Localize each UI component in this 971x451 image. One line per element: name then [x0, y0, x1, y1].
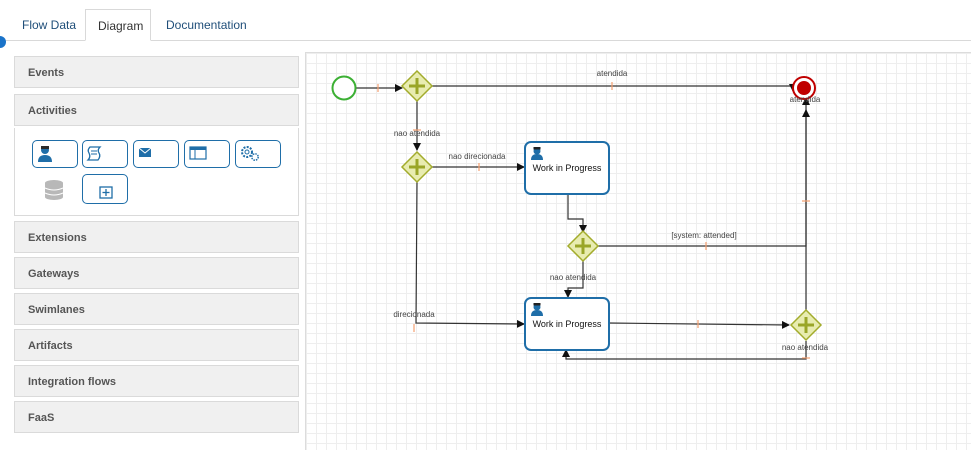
bpmn-diagram: Work in Progress Work in Progress atendi…	[331, 69, 829, 360]
user-task-tool[interactable]	[32, 140, 78, 168]
user-task-icon	[38, 146, 52, 162]
service-task-tool[interactable]	[235, 140, 281, 168]
label-nao-atendida-2: nao atendida	[550, 273, 597, 282]
parallel-gateway-3[interactable]	[566, 229, 600, 263]
message-task-tool[interactable]	[133, 140, 179, 168]
tab-flow-data[interactable]: Flow Data	[22, 18, 77, 32]
tab-diagram[interactable]: Diagram	[85, 9, 151, 41]
script-task-icon	[86, 146, 102, 161]
script-task-tool[interactable]	[82, 140, 128, 168]
start-event[interactable]	[331, 75, 357, 101]
flow-nao-atendida-to-task2[interactable]	[564, 261, 584, 298]
parallel-gateway-2[interactable]	[400, 150, 434, 184]
parallel-gateway-4[interactable]	[789, 308, 823, 342]
element-palette: Events Activities Extensions Gateways Sw…	[14, 56, 299, 450]
label-nao-atendida-3: nao atendida	[782, 343, 829, 352]
subprocess-tool[interactable]	[82, 174, 128, 204]
service-task-icon	[241, 146, 259, 161]
task-work-in-progress-1[interactable]: Work in Progress	[524, 141, 610, 195]
palette-group-activities[interactable]: Activities	[14, 94, 299, 126]
label-system-attended: [system: attended]	[671, 231, 736, 240]
svg-text:Work in Progress: Work in Progress	[533, 319, 602, 329]
database-icon[interactable]	[43, 178, 65, 202]
diagram-canvas[interactable]: Work in Progress Work in Progress atendi…	[305, 52, 971, 450]
flow-direcionada[interactable]	[415, 181, 525, 328]
form-task-icon	[189, 146, 207, 160]
palette-group-artifacts[interactable]: Artifacts	[14, 329, 299, 361]
flow-system-attended[interactable]	[598, 97, 810, 247]
palette-group-faas[interactable]: FaaS	[14, 401, 299, 433]
end-event-core	[797, 81, 811, 95]
activities-tool-panel	[14, 128, 299, 216]
label-atendida: atendida	[597, 69, 628, 78]
subprocess-icon	[99, 186, 113, 199]
flow-task1-to-gateway[interactable]	[567, 193, 587, 233]
flow-loop-back[interactable]	[562, 341, 807, 360]
palette-group-gateways[interactable]: Gateways	[14, 257, 299, 289]
task-work-in-progress-2[interactable]: Work in Progress	[524, 297, 610, 351]
palette-group-swimlanes[interactable]: Swimlanes	[14, 293, 299, 325]
palette-group-integration-flows[interactable]: Integration flows	[14, 365, 299, 397]
palette-group-extensions[interactable]: Extensions	[14, 221, 299, 253]
label-atendida-end: atendida	[790, 95, 821, 104]
label-nao-atendida-1: nao atendida	[394, 129, 441, 138]
message-task-icon	[138, 147, 152, 157]
palette-group-events[interactable]: Events	[14, 56, 299, 88]
tab-documentation[interactable]: Documentation	[166, 18, 247, 32]
parallel-gateway-1[interactable]	[400, 69, 434, 103]
tab-bar: Flow Data Diagram Documentation	[0, 0, 971, 41]
label-nao-direcionada: nao direcionada	[449, 152, 506, 161]
panel-toggle-handle[interactable]	[0, 36, 6, 48]
svg-text:Work in Progress: Work in Progress	[533, 163, 602, 173]
label-direcionada: direcionada	[393, 310, 435, 319]
form-task-tool[interactable]	[184, 140, 230, 168]
